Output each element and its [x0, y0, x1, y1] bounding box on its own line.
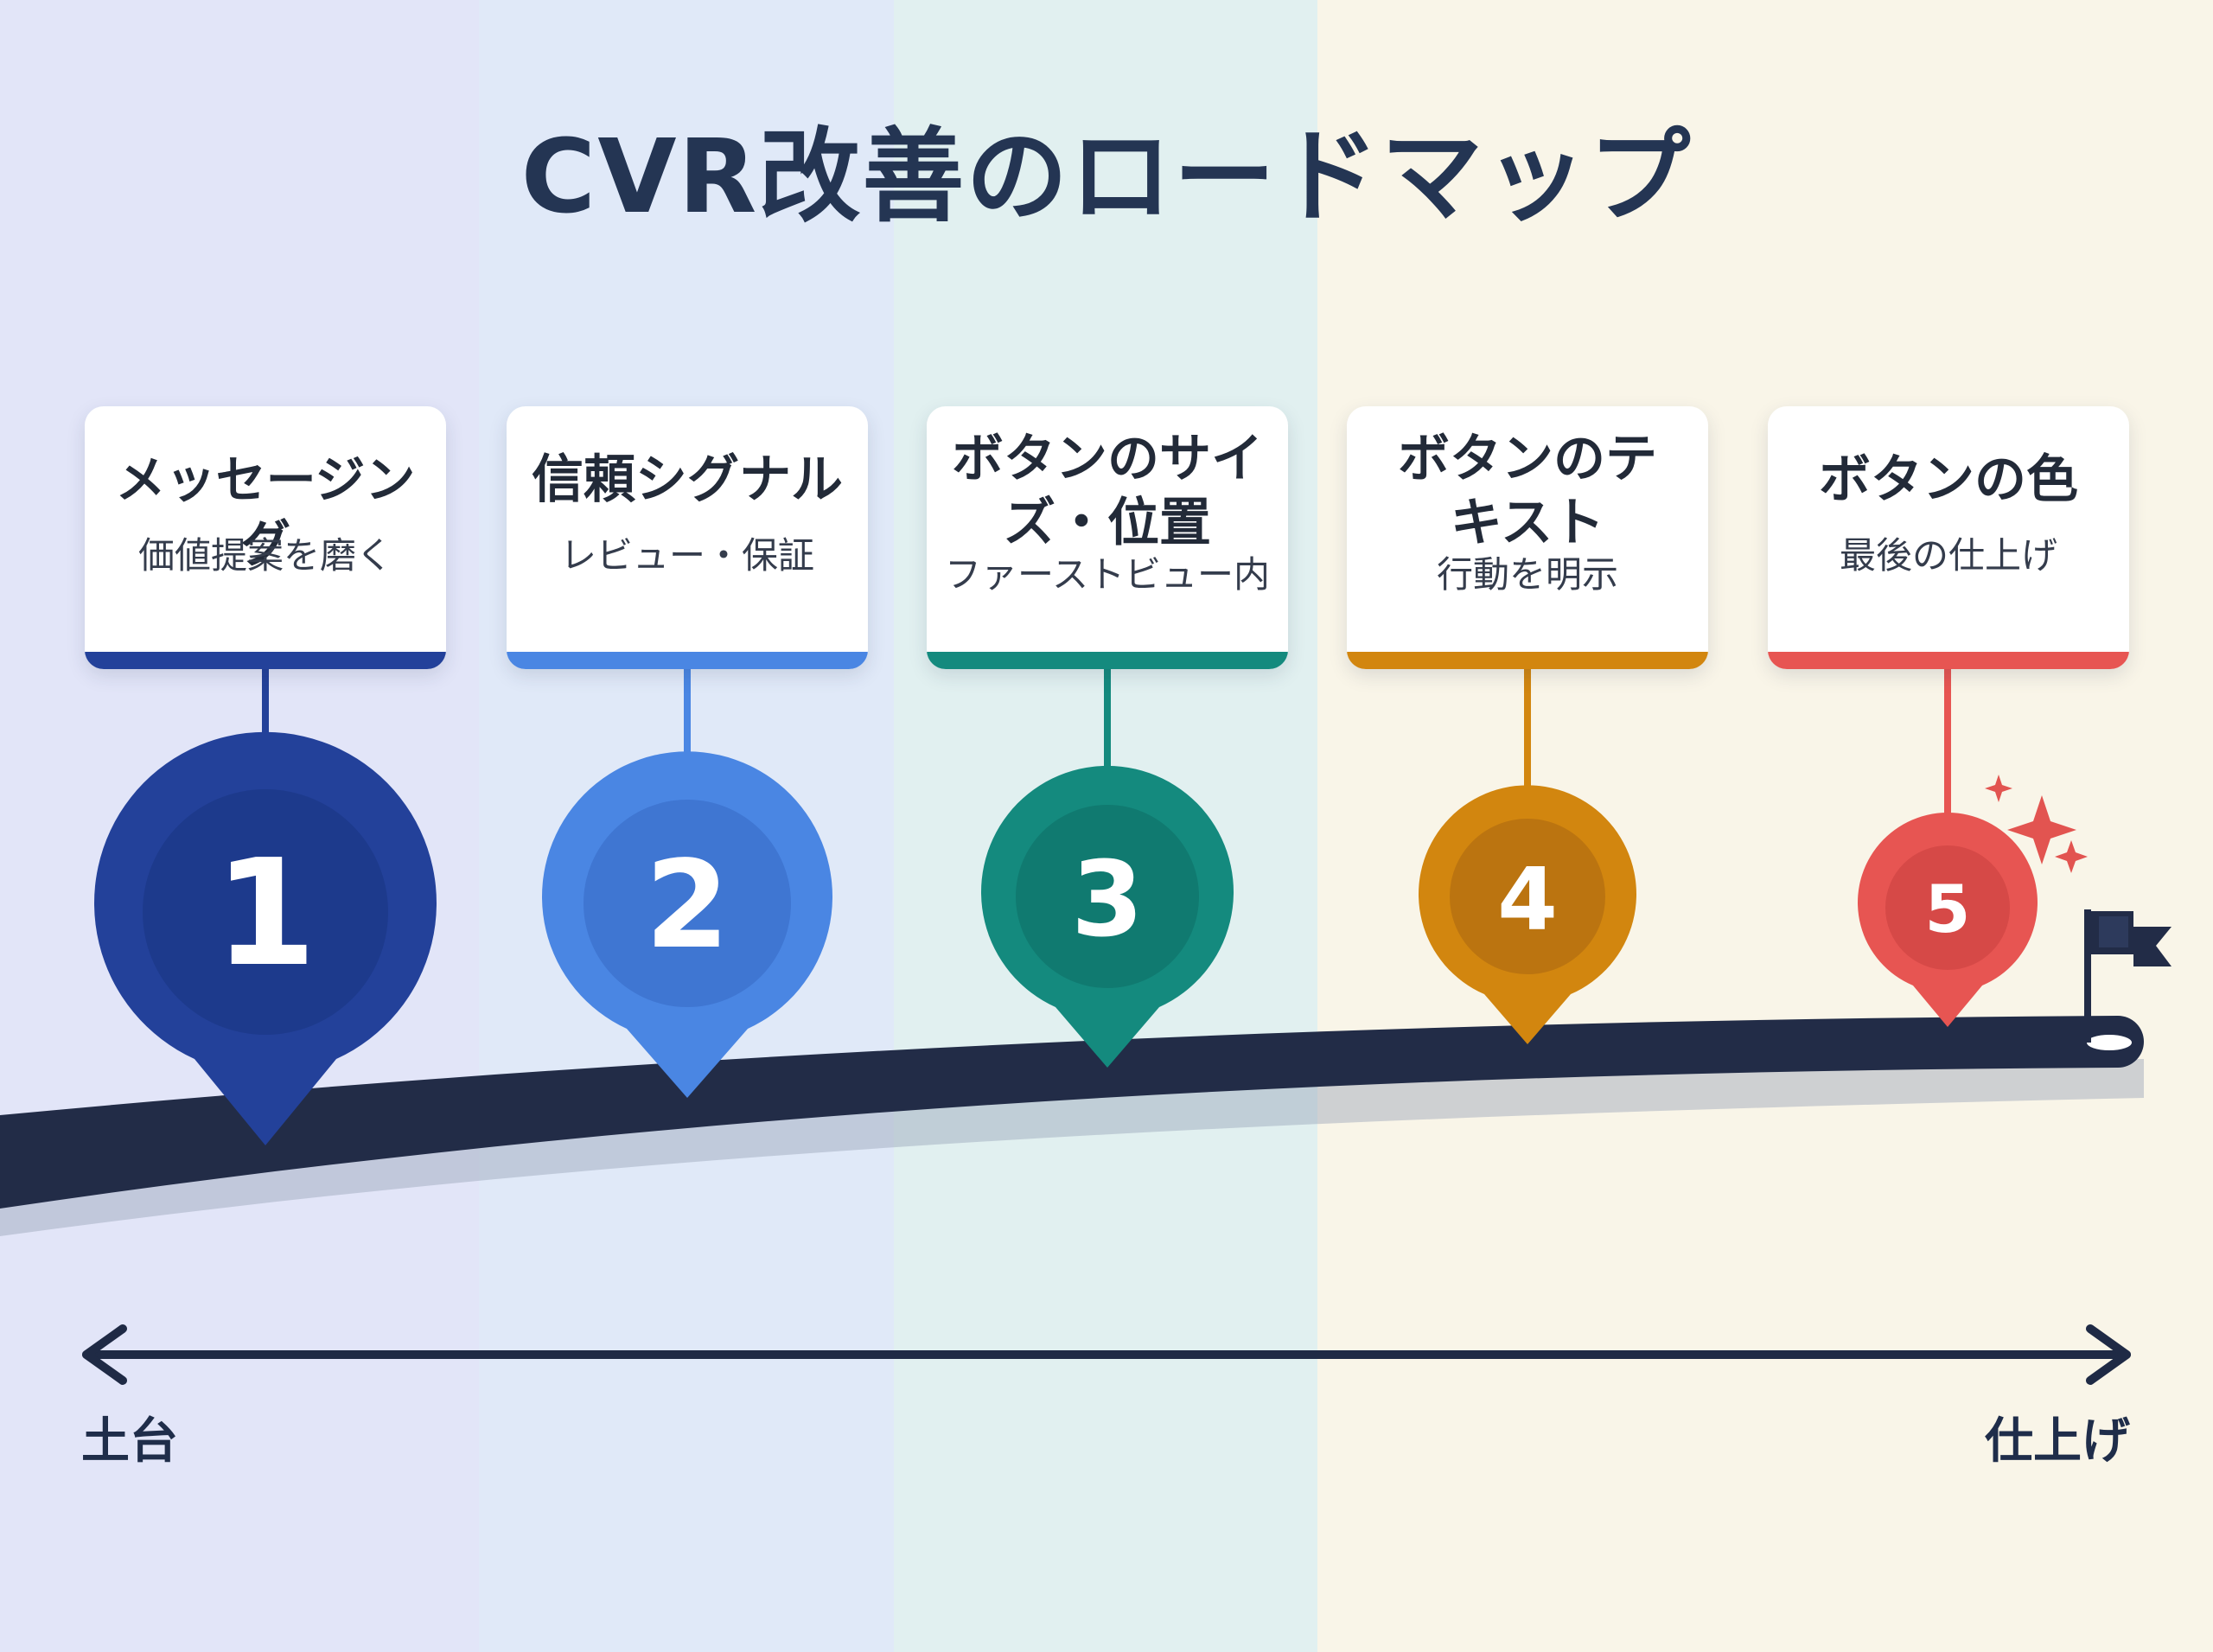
step-subtitle-3: ファーストビュー内: [945, 553, 1270, 596]
milestone-number-1: 1: [214, 828, 316, 999]
progress-axis-arrow: [82, 1324, 2131, 1385]
step-title-4: ボタンのテ キスト: [1398, 429, 1657, 553]
step-color-bar-3: [927, 652, 1288, 669]
goal-flag-icon: [2084, 909, 2172, 1050]
milestone-pin-4: 4: [1419, 785, 1637, 1044]
milestone-pin-2: 2: [542, 751, 832, 1098]
step-title-1: メッセージング: [115, 450, 416, 573]
step-card-5: ボタンの色 最後の仕上げ: [1768, 406, 2129, 669]
step-color-bar-1: [85, 652, 446, 669]
step-subtitle-4: 行動を明示: [1436, 553, 1618, 596]
step-color-bar-5: [1768, 652, 2129, 669]
sparkle-icon: [1985, 775, 2088, 873]
axis-end-label: 仕上げ: [1985, 1413, 2130, 1470]
milestone-pin-3: 3: [981, 765, 1234, 1068]
step-title-3: ボタンのサイ ズ・位置: [952, 429, 1263, 553]
step-subtitle-1: 価値提案を磨く: [137, 534, 392, 577]
step-color-bar-2: [507, 652, 868, 669]
milestone-number-2: 2: [645, 835, 729, 976]
step-color-bar-4: [1347, 652, 1708, 669]
milestone-number-5: 5: [1925, 871, 1971, 947]
milestone-pin-1: 1: [93, 731, 437, 1145]
axis-start-label: 土台: [81, 1413, 178, 1470]
step-card-1: メッセージング 価値提案を磨く: [85, 406, 446, 669]
step-card-2: 信頼シグナル レビュー・保証: [507, 406, 868, 669]
step-subtitle-5: 最後の仕上げ: [1839, 534, 2057, 577]
step-card-3: ボタンのサイ ズ・位置 ファーストビュー内: [927, 406, 1288, 669]
milestone-pin-5: 5: [1858, 813, 2038, 1027]
step-title-2: 信頼シグナル: [532, 450, 843, 510]
step-card-4: ボタンのテ キスト 行動を明示: [1347, 406, 1708, 669]
milestone-number-3: 3: [1071, 840, 1144, 960]
step-subtitle-2: レビュー・保証: [559, 534, 814, 577]
road: [0, 1016, 2144, 1209]
page-title: CVR改善のロードマップ: [520, 117, 1693, 236]
milestone-number-4: 4: [1497, 849, 1558, 950]
step-title-5: ボタンの色: [1819, 450, 2078, 510]
road-shadow: [0, 1059, 2144, 1236]
